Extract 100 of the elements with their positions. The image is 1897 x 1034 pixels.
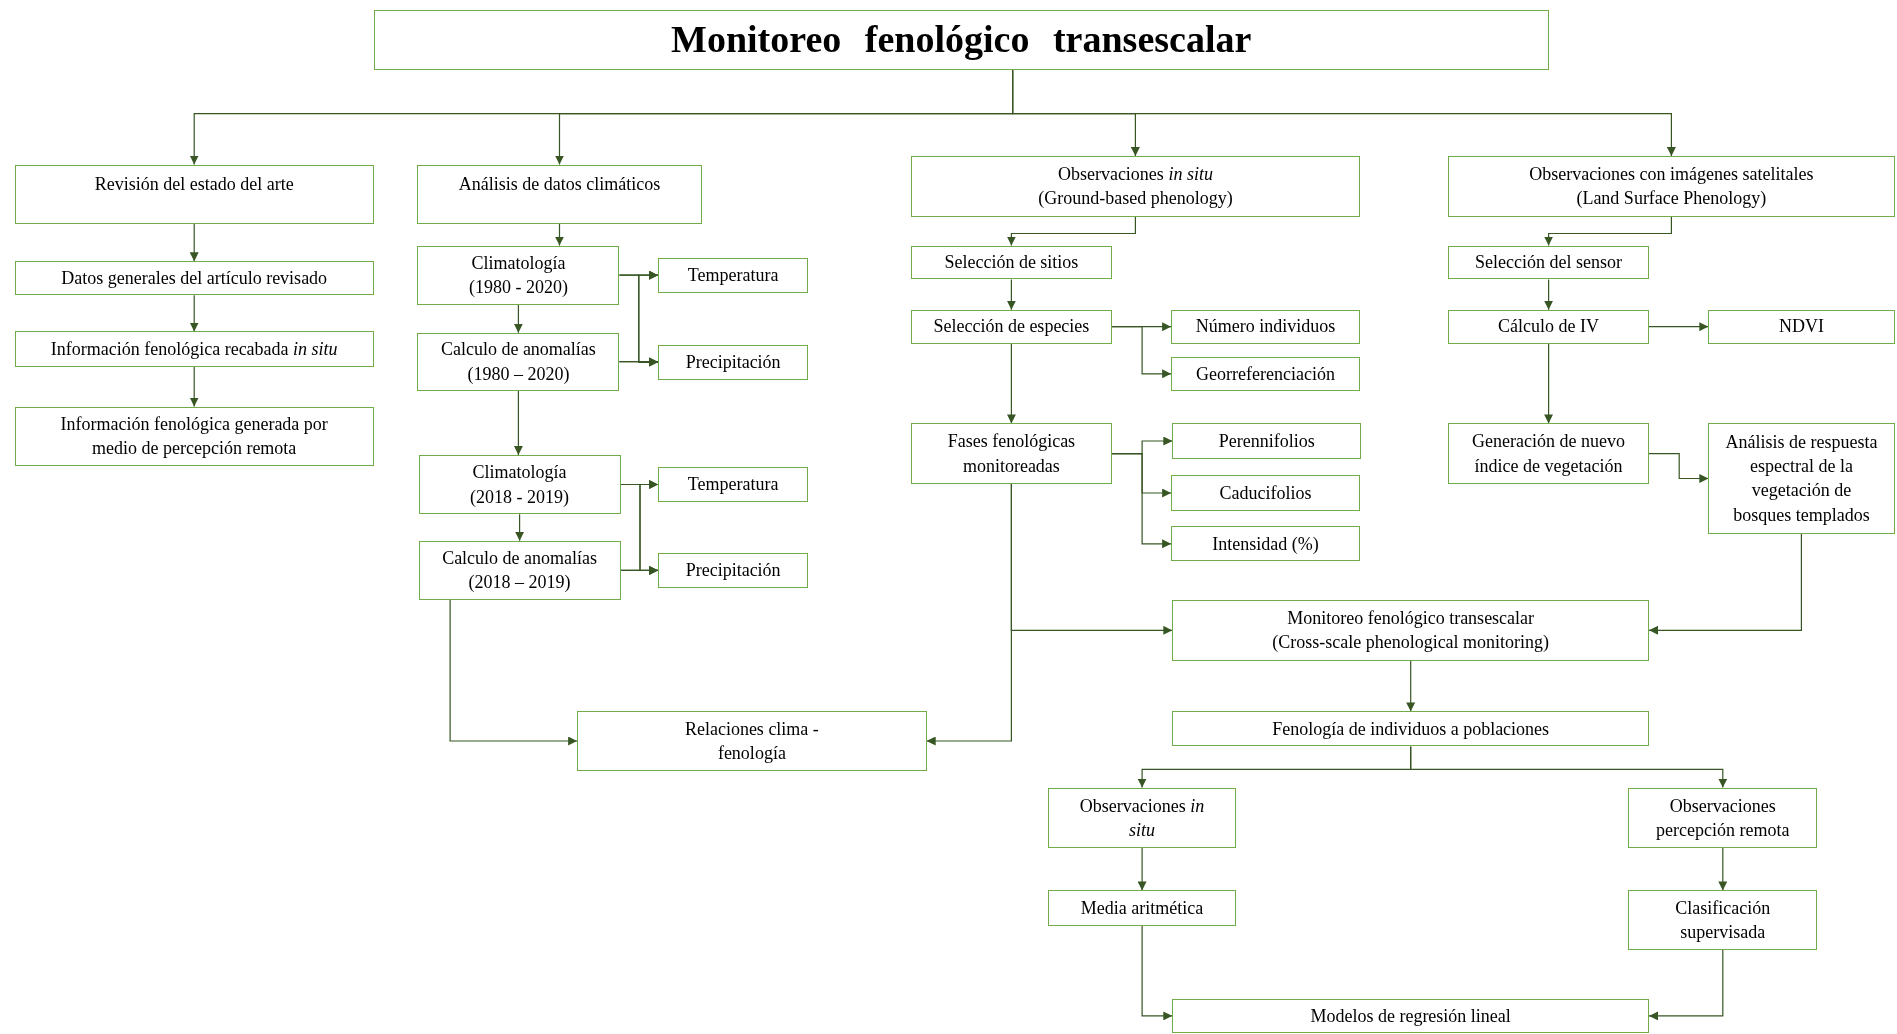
box-label: Temperatura <box>687 264 779 288</box>
box-label: Caducifolios <box>1219 481 1312 505</box>
process-box <box>911 423 1112 484</box>
arrow <box>1544 278 1554 311</box>
box-label: Precipitación <box>685 559 781 583</box>
process-box <box>577 711 927 771</box>
arrow <box>1111 326 1172 379</box>
arrow <box>1137 847 1147 891</box>
process-box <box>911 156 1360 217</box>
process-box <box>14 406 374 466</box>
process-box <box>1171 309 1360 344</box>
box-label: Observaciones in situ <box>1057 163 1213 186</box>
process-box <box>658 467 809 503</box>
box-label: Media aritmética <box>1080 896 1204 920</box>
process-box <box>1172 711 1649 747</box>
arrow <box>1141 924 1173 1021</box>
box-label: Datos generales del artículo revisado <box>61 267 328 291</box>
box-label: Climatología (1980 - 2020) <box>467 251 569 300</box>
process-box <box>658 552 809 588</box>
process-box <box>1628 787 1818 849</box>
box-label: Selección de especies <box>933 315 1090 339</box>
box-label: Selección de sitios <box>944 251 1079 275</box>
process-box <box>1172 423 1362 459</box>
arrow <box>1648 322 1709 332</box>
process-box <box>14 331 374 367</box>
arrow <box>618 357 659 367</box>
process-box <box>1047 890 1237 926</box>
arrow <box>1012 69 1676 157</box>
box-label: (Cross-scale phenological monitoring) <box>1272 631 1550 655</box>
box-label: Observaciones percepción remota <box>1655 794 1791 842</box>
process-box <box>14 164 374 224</box>
box-label: Generación de nuevo índice de vegetación <box>1471 430 1627 478</box>
process-box <box>1172 999 1649 1033</box>
arrow <box>1010 483 1173 635</box>
arrow <box>1006 278 1016 311</box>
box-label: Cálculo de IV <box>1498 315 1600 339</box>
arrow <box>1111 453 1172 549</box>
process-box <box>418 454 621 515</box>
process-box <box>658 257 809 293</box>
box-label: Temperatura <box>687 473 779 497</box>
process-box <box>417 332 620 391</box>
box-label: (Land Surface Phenology) <box>1576 187 1767 211</box>
box-label: Fenología de individuos a poblaciones <box>1272 717 1550 741</box>
box-label: Modelos de regresión lineal <box>1310 1004 1511 1028</box>
box-label: Perennifolios <box>1218 429 1315 453</box>
box-label: Monitoreo fenológico transescalar <box>1287 607 1535 630</box>
arrow <box>1006 216 1136 247</box>
arrow <box>1544 216 1672 247</box>
arrow <box>1406 660 1416 712</box>
arrow <box>513 304 523 334</box>
process-box <box>658 344 809 380</box>
arrow <box>449 599 578 746</box>
process-box <box>1448 245 1649 280</box>
process-box <box>1448 423 1649 484</box>
process-box <box>418 540 621 601</box>
arrow <box>1648 532 1802 635</box>
box-label: Fases fenológicas monitoreadas <box>946 430 1077 478</box>
box-label: Precipitación <box>685 351 781 375</box>
box-label: Número individuos <box>1195 315 1336 339</box>
box-label: Análisis de respuesta espectral de la vegetación de bosques templados <box>1724 430 1879 527</box>
box-label: Calculo de anomalías (2018 – 2019) <box>441 547 599 595</box>
arrow <box>555 223 564 247</box>
arrow <box>1544 343 1554 424</box>
process-box <box>911 245 1112 280</box>
title-text: Monitoreo fenológico transescalar <box>671 17 1252 63</box>
box-label: Selección del sensor <box>1475 251 1623 275</box>
process-box <box>417 245 620 305</box>
box-label: Observaciones in situ <box>1078 794 1206 842</box>
process-box <box>1628 890 1818 950</box>
arrow <box>189 366 199 408</box>
arrow <box>1648 453 1709 483</box>
arrow <box>189 294 199 333</box>
process-box <box>1172 600 1649 661</box>
process-box <box>1047 787 1237 849</box>
arrow <box>189 223 199 262</box>
arrow <box>513 390 523 456</box>
process-box <box>1448 309 1649 344</box>
box-label: Calculo de anomalías (1980 – 2020) <box>439 338 597 386</box>
process-box <box>1708 309 1895 344</box>
box-label: NDVI <box>1778 315 1824 339</box>
arrow <box>1718 847 1728 891</box>
arrow <box>1648 949 1724 1021</box>
box-label: Clasificación supervisada <box>1674 896 1772 945</box>
process-box <box>1171 356 1360 391</box>
box-label: Observaciones con imágenes satelitales <box>1529 163 1814 186</box>
process-box <box>417 164 702 224</box>
arrow <box>620 565 659 575</box>
box-label: Intensidad (%) <box>1212 532 1319 556</box>
title-box <box>373 9 1549 71</box>
box-label: Georreferenciación <box>1196 362 1335 386</box>
arrow <box>515 513 525 542</box>
process-box <box>911 309 1112 344</box>
arrow <box>1006 343 1016 424</box>
box-label: Análisis de datos climáticos <box>458 172 661 196</box>
box-label: Información fenológica recabada in situ <box>50 337 338 361</box>
process-box <box>1171 475 1360 511</box>
box-label: Información fenológica generada por medio de percepción remota <box>59 412 329 461</box>
process-box <box>1708 423 1895 534</box>
box-label: Relaciones clima - fenología <box>684 717 820 765</box>
box-label: Climatología (2018 - 2019) <box>469 461 571 509</box>
